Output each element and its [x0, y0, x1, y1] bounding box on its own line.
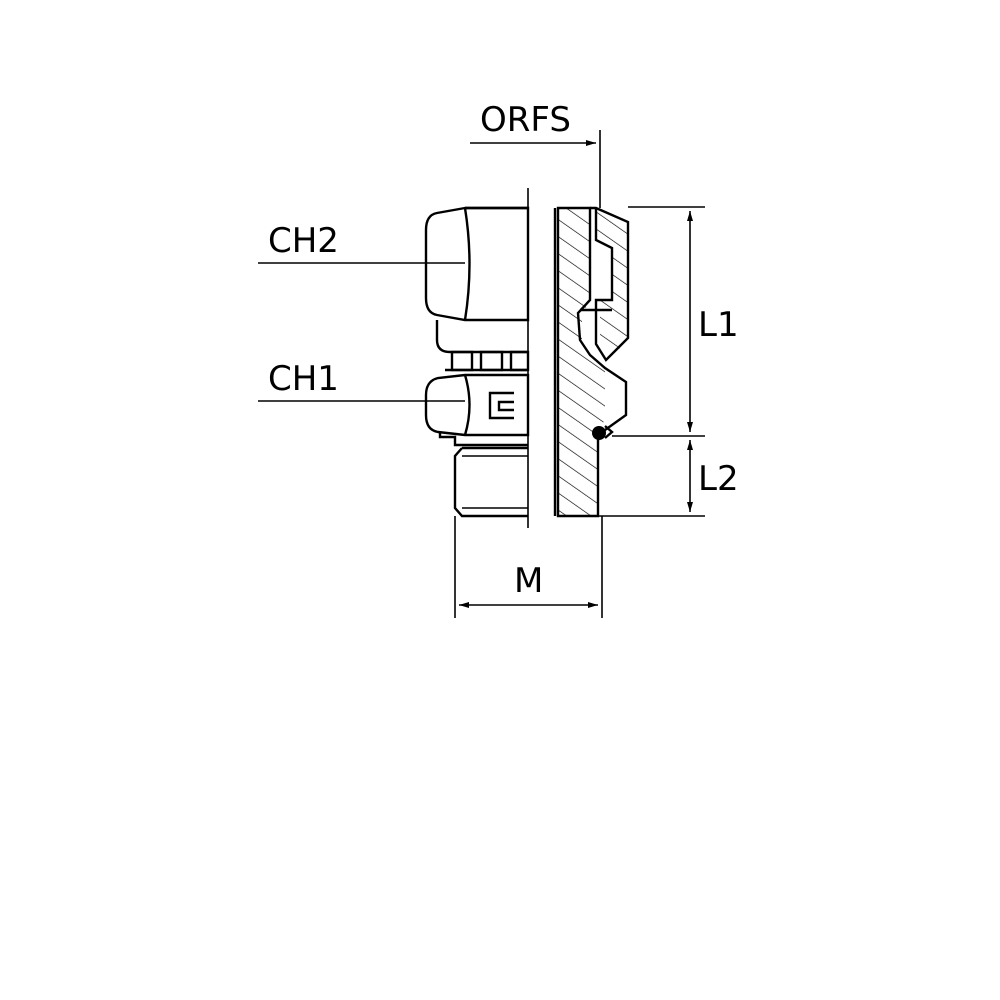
brand-logo-icon: [488, 391, 514, 420]
section-view: [553, 206, 630, 518]
exterior-view: [424, 206, 530, 518]
orfs-label: ORFS: [480, 100, 571, 140]
ch2-label: CH2: [268, 221, 339, 261]
o-ring: [592, 426, 606, 440]
body-section-hatch: [558, 208, 605, 516]
notch-band: [445, 350, 530, 372]
m-label: M: [514, 561, 543, 601]
ch1-label: CH1: [268, 359, 339, 399]
dimensions: [258, 130, 705, 618]
swivel-nut-section: [590, 206, 630, 362]
ch2-nut-lower-collar: [435, 320, 528, 354]
ch2-hex-nut: [424, 206, 530, 322]
thread-stud: [453, 446, 528, 518]
l2-label: L2: [698, 459, 739, 499]
l1-label: L1: [698, 305, 739, 345]
ch1-hex-body: [424, 373, 530, 437]
